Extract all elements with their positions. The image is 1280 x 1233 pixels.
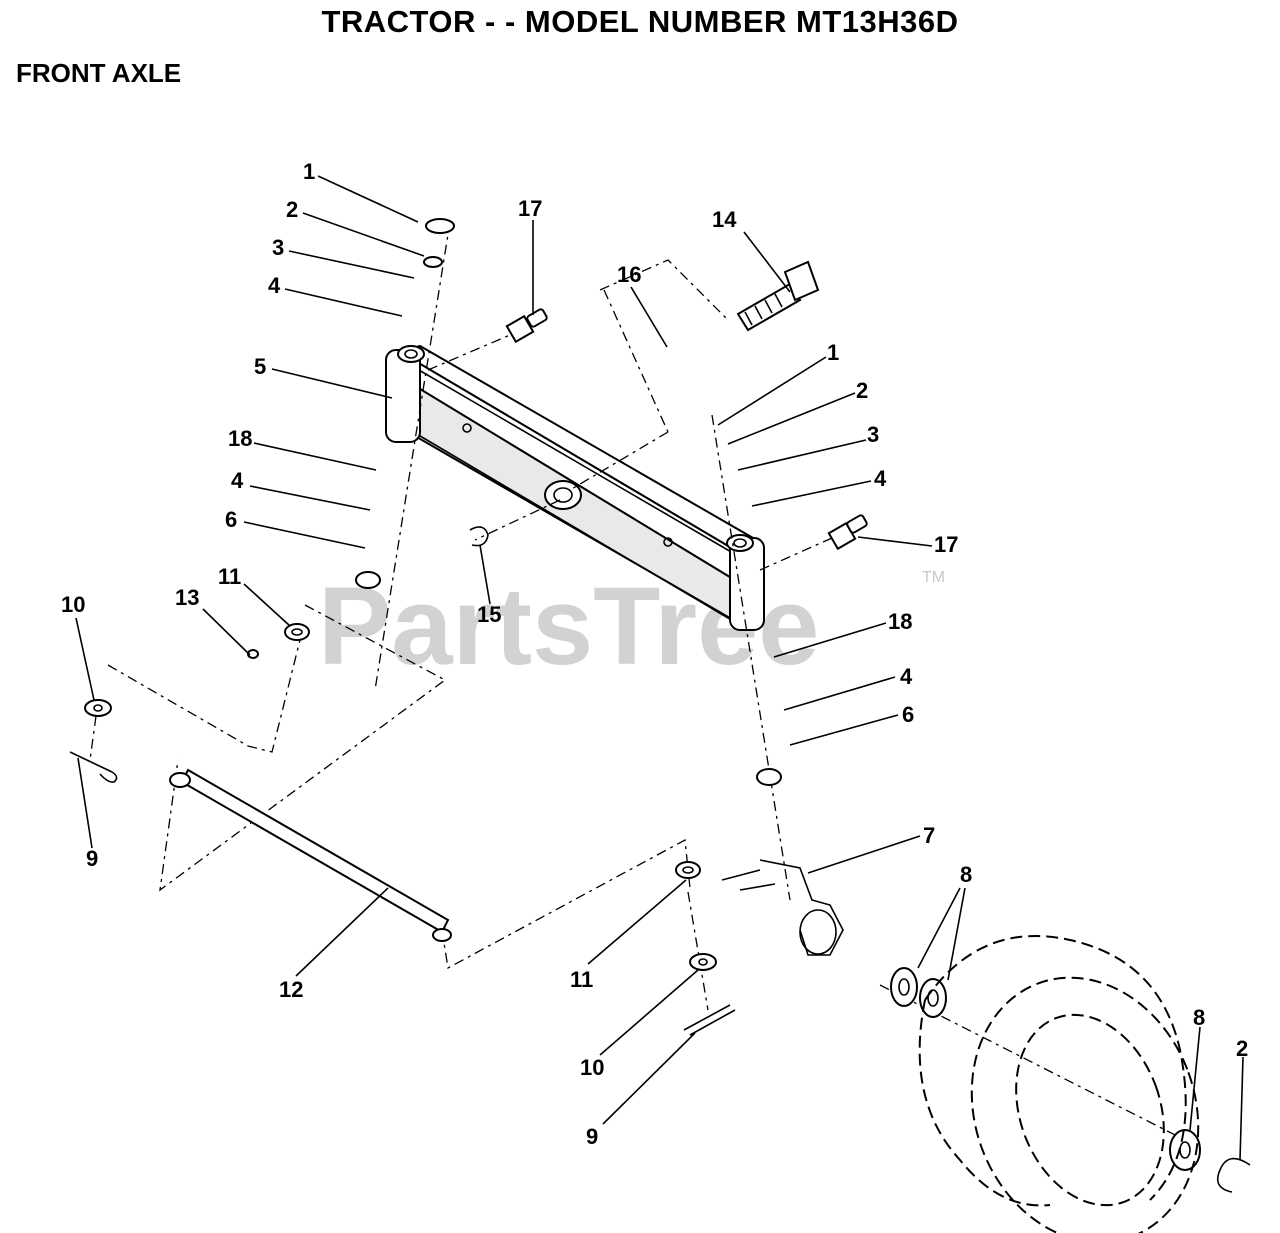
ball-joint-11-right[interactable] (675, 861, 701, 879)
callout-labels: 1 2 3 4 5 18 4 6 17 14 16 1 2 3 4 17 15 … (61, 159, 1248, 1149)
callout-4: 4 (874, 466, 887, 491)
diagram-title: TRACTOR - - MODEL NUMBER MT13H36D (321, 4, 959, 39)
ball-joint-11-left[interactable] (284, 623, 310, 641)
cap-1-left[interactable] (425, 218, 455, 234)
section-title: FRONT AXLE (16, 58, 182, 88)
retaining-ring-2[interactable] (1216, 1157, 1251, 1193)
callout-2: 2 (856, 378, 868, 403)
washer-2-left[interactable] (423, 256, 443, 268)
callout-9: 9 (86, 846, 98, 871)
callout-11: 11 (570, 967, 593, 992)
callout-6: 6 (902, 702, 914, 727)
callout-17: 17 (518, 196, 542, 221)
pivot-bolt[interactable] (736, 260, 820, 332)
callout-11: 11 (218, 564, 241, 589)
front-tire[interactable] (918, 935, 1235, 1233)
spindle-right[interactable] (721, 859, 844, 956)
callout-2: 2 (1236, 1036, 1248, 1061)
callout-5: 5 (254, 354, 266, 379)
callout-16: 16 (617, 262, 641, 287)
callout-13: 13 (175, 585, 199, 610)
callout-3: 3 (272, 235, 284, 260)
washer-10-right[interactable] (689, 953, 717, 971)
callout-18: 18 (228, 426, 252, 451)
callout-4: 4 (900, 664, 913, 689)
callout-1: 1 (303, 159, 315, 184)
callout-12: 12 (279, 977, 303, 1002)
watermark-trademark: TM (922, 569, 945, 586)
callout-10: 10 (580, 1055, 604, 1080)
tie-rod[interactable] (169, 768, 452, 942)
axle-beam[interactable] (385, 344, 765, 631)
washer-10-left[interactable] (84, 699, 112, 717)
callout-4: 4 (268, 273, 281, 298)
bushing-left-lower[interactable] (355, 571, 381, 589)
callout-4: 4 (231, 468, 244, 493)
bolt-15[interactable] (469, 526, 489, 547)
callout-3: 3 (867, 422, 879, 447)
callout-7: 7 (923, 823, 935, 848)
callout-10: 10 (61, 592, 85, 617)
callout-9: 9 (586, 1124, 598, 1149)
callout-14: 14 (712, 207, 737, 232)
callout-8: 8 (960, 862, 972, 887)
callout-8: 8 (1193, 1005, 1205, 1030)
grease-fitting-right[interactable] (827, 514, 868, 551)
callout-15: 15 (477, 602, 501, 627)
washer-8-outer[interactable] (1169, 1129, 1201, 1171)
washers-8-inner[interactable] (890, 967, 947, 1018)
callout-6: 6 (225, 507, 237, 532)
grease-fitting-top[interactable] (505, 308, 548, 344)
callout-18: 18 (888, 609, 912, 634)
leader-lines (75, 175, 1244, 1161)
callout-2: 2 (286, 197, 298, 222)
bushing-right-lower[interactable] (756, 768, 782, 786)
callout-1: 1 (827, 340, 839, 365)
cotter-pin-9-left[interactable] (69, 751, 118, 783)
callout-17: 17 (934, 532, 958, 557)
cotter-pin-9-right[interactable] (683, 1004, 736, 1036)
